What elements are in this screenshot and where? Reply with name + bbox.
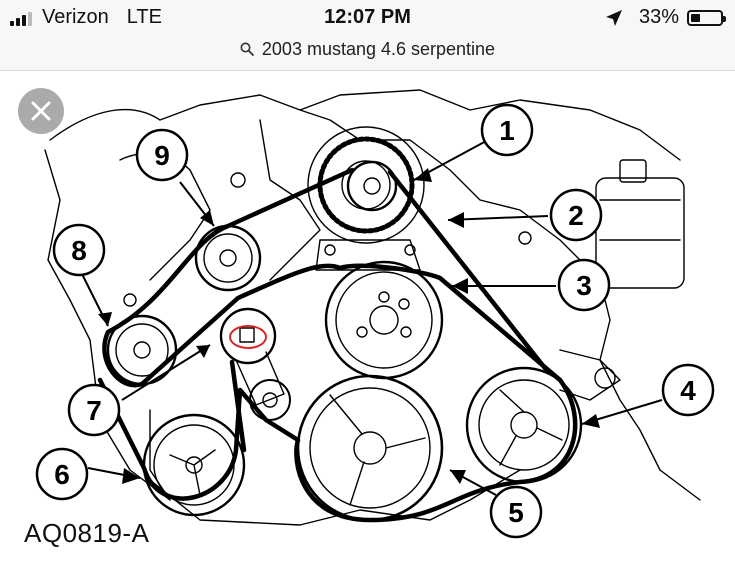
network-label: LTE — [126, 6, 162, 28]
status-bar: Verizon LTE 12:07 PM 33% — [0, 0, 735, 36]
right-contour — [599, 359, 701, 501]
pulley-crankshaft — [296, 374, 444, 522]
callout-circle-9 — [135, 128, 189, 182]
carrier-label: Verizon — [42, 6, 109, 28]
bracket-lines — [259, 119, 321, 281]
serpentine-belt-diagram: 1 2 3 4 5 6 7 8 9 — [35, 89, 715, 539]
callout-label-2: 2 — [568, 200, 584, 231]
battery-percent: 33% — [638, 6, 679, 28]
callout-circle-6 — [35, 447, 89, 501]
battery-icon — [687, 9, 726, 26]
status-right: 33% — [605, 6, 726, 29]
pulley-water-pump — [324, 260, 444, 380]
engine-outline — [49, 89, 681, 161]
signal-icon — [10, 10, 34, 26]
alternator-body — [307, 126, 425, 244]
close-icon — [31, 101, 51, 121]
callout-label-9: 9 — [154, 140, 170, 171]
pulley-idler-upper — [194, 224, 262, 292]
callout-label-3: 3 — [576, 270, 592, 301]
callout-circle-2 — [549, 188, 603, 242]
callout-circle-7 — [67, 383, 121, 437]
callout-label-1: 1 — [499, 115, 515, 146]
pulley-alternator — [346, 160, 398, 212]
callout-label-5: 5 — [508, 497, 524, 528]
clock: 12:07 PM — [324, 6, 411, 28]
callout-label-4: 4 — [680, 375, 696, 406]
location-arrow-icon — [605, 9, 622, 26]
close-button[interactable] — [18, 88, 64, 134]
callout-circle-8 — [52, 223, 106, 277]
status-left: Verizon LTE — [10, 6, 162, 29]
callout-label-8: 8 — [71, 235, 87, 266]
search-bar[interactable]: 2003 mustang 4.6 serpentine — [0, 36, 735, 71]
tensioner-highlight — [229, 325, 267, 349]
callout-arrowheads — [98, 168, 600, 484]
callout-label-7: 7 — [86, 395, 102, 426]
serpentine-belt — [97, 167, 578, 523]
pulley-power-steering — [465, 366, 583, 484]
lower-block — [149, 469, 521, 526]
search-query[interactable]: 2003 mustang 4.6 serpentine — [261, 39, 496, 59]
callout-circle-1 — [480, 103, 534, 157]
engine-outline-left — [44, 149, 171, 501]
search-icon — [240, 42, 254, 56]
mount-lines — [559, 349, 621, 401]
search-query-wrap[interactable]: 2003 mustang 4.6 serpentine — [240, 36, 495, 62]
figure-code: AQ0819-A — [24, 518, 150, 548]
battery-fill — [691, 13, 700, 22]
callout-circle-5 — [489, 485, 543, 539]
callout-circle-4 — [661, 363, 715, 417]
callout-circle-3 — [557, 258, 611, 312]
diagram-area: 1 2 3 4 5 6 7 8 9 — [0, 71, 735, 569]
reservoir-cap — [619, 159, 647, 183]
reservoir-body — [595, 177, 685, 289]
callout-label-6: 6 — [54, 459, 70, 490]
